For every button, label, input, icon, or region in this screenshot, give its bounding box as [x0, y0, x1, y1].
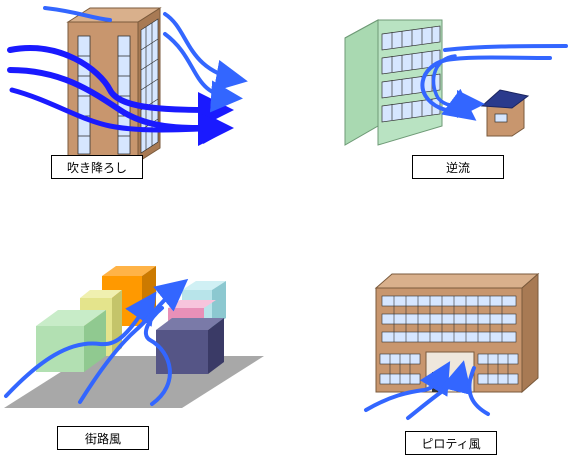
pilotis-building-top: [374, 273, 540, 289]
pilotis-wind-arrows: [364, 360, 490, 420]
tall-building-side-grid: [140, 18, 159, 154]
green-building-side: [344, 19, 379, 146]
house-roof: [480, 89, 530, 109]
label-reverse-flow: 逆流: [412, 155, 504, 179]
downdraft-arrows: [7, 45, 234, 147]
pilotis-building-windows: [379, 295, 519, 385]
house-window: [494, 113, 508, 123]
downdraft-top-arrows: [43, 6, 248, 113]
street-wind-arrows: [4, 278, 189, 406]
label-street-wind: 街路風: [57, 426, 149, 450]
green-building: [36, 326, 84, 372]
reverse-flow-diagram: [344, 19, 568, 146]
green-building-windows: [381, 25, 441, 123]
street-wind-diagram: [4, 266, 264, 408]
label-downdraft: 吹き降ろし: [51, 155, 143, 179]
pilotis-building-side: [521, 272, 539, 394]
pilotis-wind-diagram: [364, 272, 540, 420]
label-pilotis-wind: ピロティ風: [405, 431, 497, 455]
reverse-flow-arrows: [420, 44, 568, 121]
downdraft-diagram: [7, 6, 248, 163]
small-house: [480, 89, 530, 137]
